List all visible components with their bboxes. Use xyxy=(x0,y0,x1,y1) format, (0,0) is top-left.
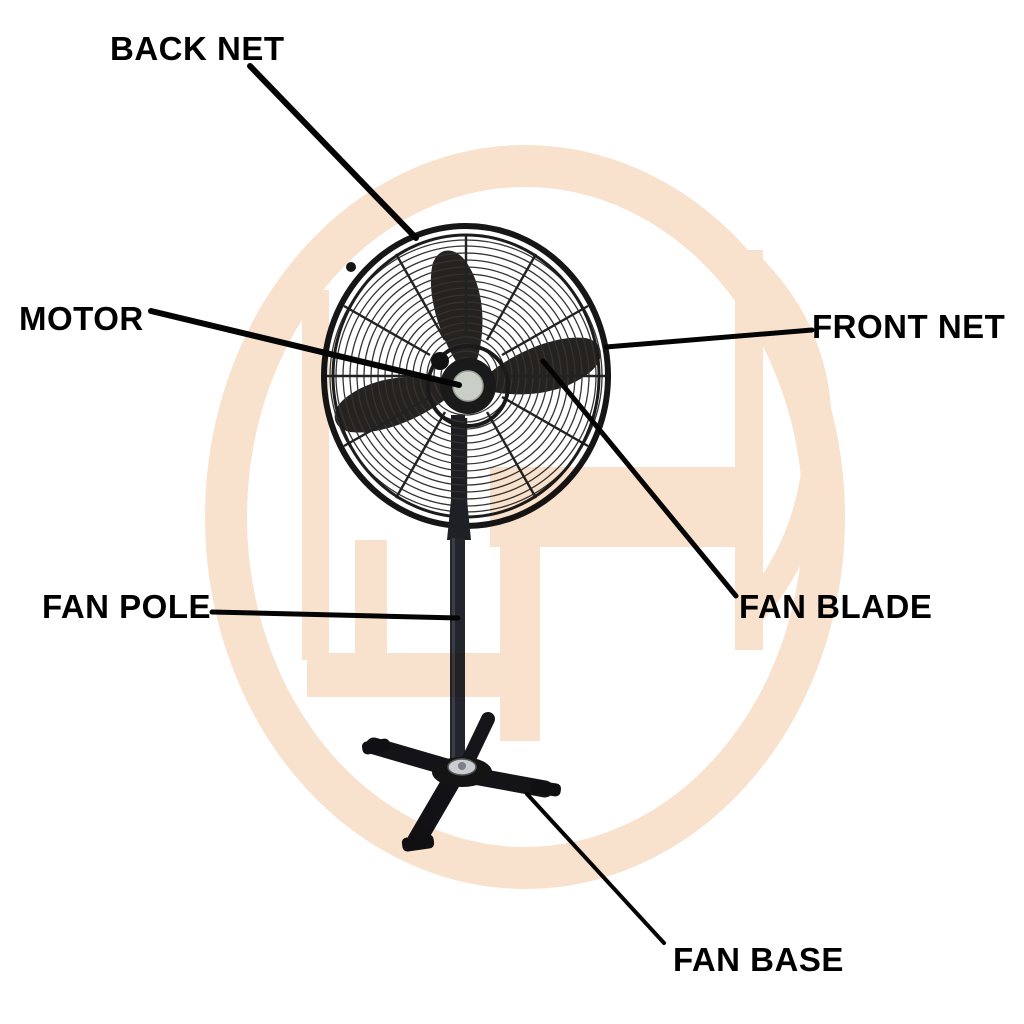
leader-fan-pole xyxy=(209,609,461,621)
leader-front-net xyxy=(603,327,815,350)
guard-clip xyxy=(346,262,356,272)
fan-blade-right xyxy=(483,337,601,395)
label-fan-blade: FAN BLADE xyxy=(739,588,933,625)
fan-blade-left xyxy=(334,376,453,433)
leader-back-net xyxy=(247,63,419,241)
label-back-net: BACK NET xyxy=(110,30,285,67)
label-motor: MOTOR xyxy=(19,300,144,337)
motor-hub xyxy=(426,344,510,428)
leader-motor xyxy=(148,308,462,388)
label-fan-pole: FAN POLE xyxy=(42,588,212,625)
fan-pole-art xyxy=(447,500,471,768)
label-front-net: FRONT NET xyxy=(812,308,1006,345)
leader-fan-blade xyxy=(540,358,739,599)
leader-lines xyxy=(148,63,815,945)
brand-watermark-logo xyxy=(205,145,845,889)
leader-fan-base xyxy=(525,792,666,945)
oscillation-knob xyxy=(431,352,449,370)
label-fan-base: FAN BASE xyxy=(673,941,844,978)
